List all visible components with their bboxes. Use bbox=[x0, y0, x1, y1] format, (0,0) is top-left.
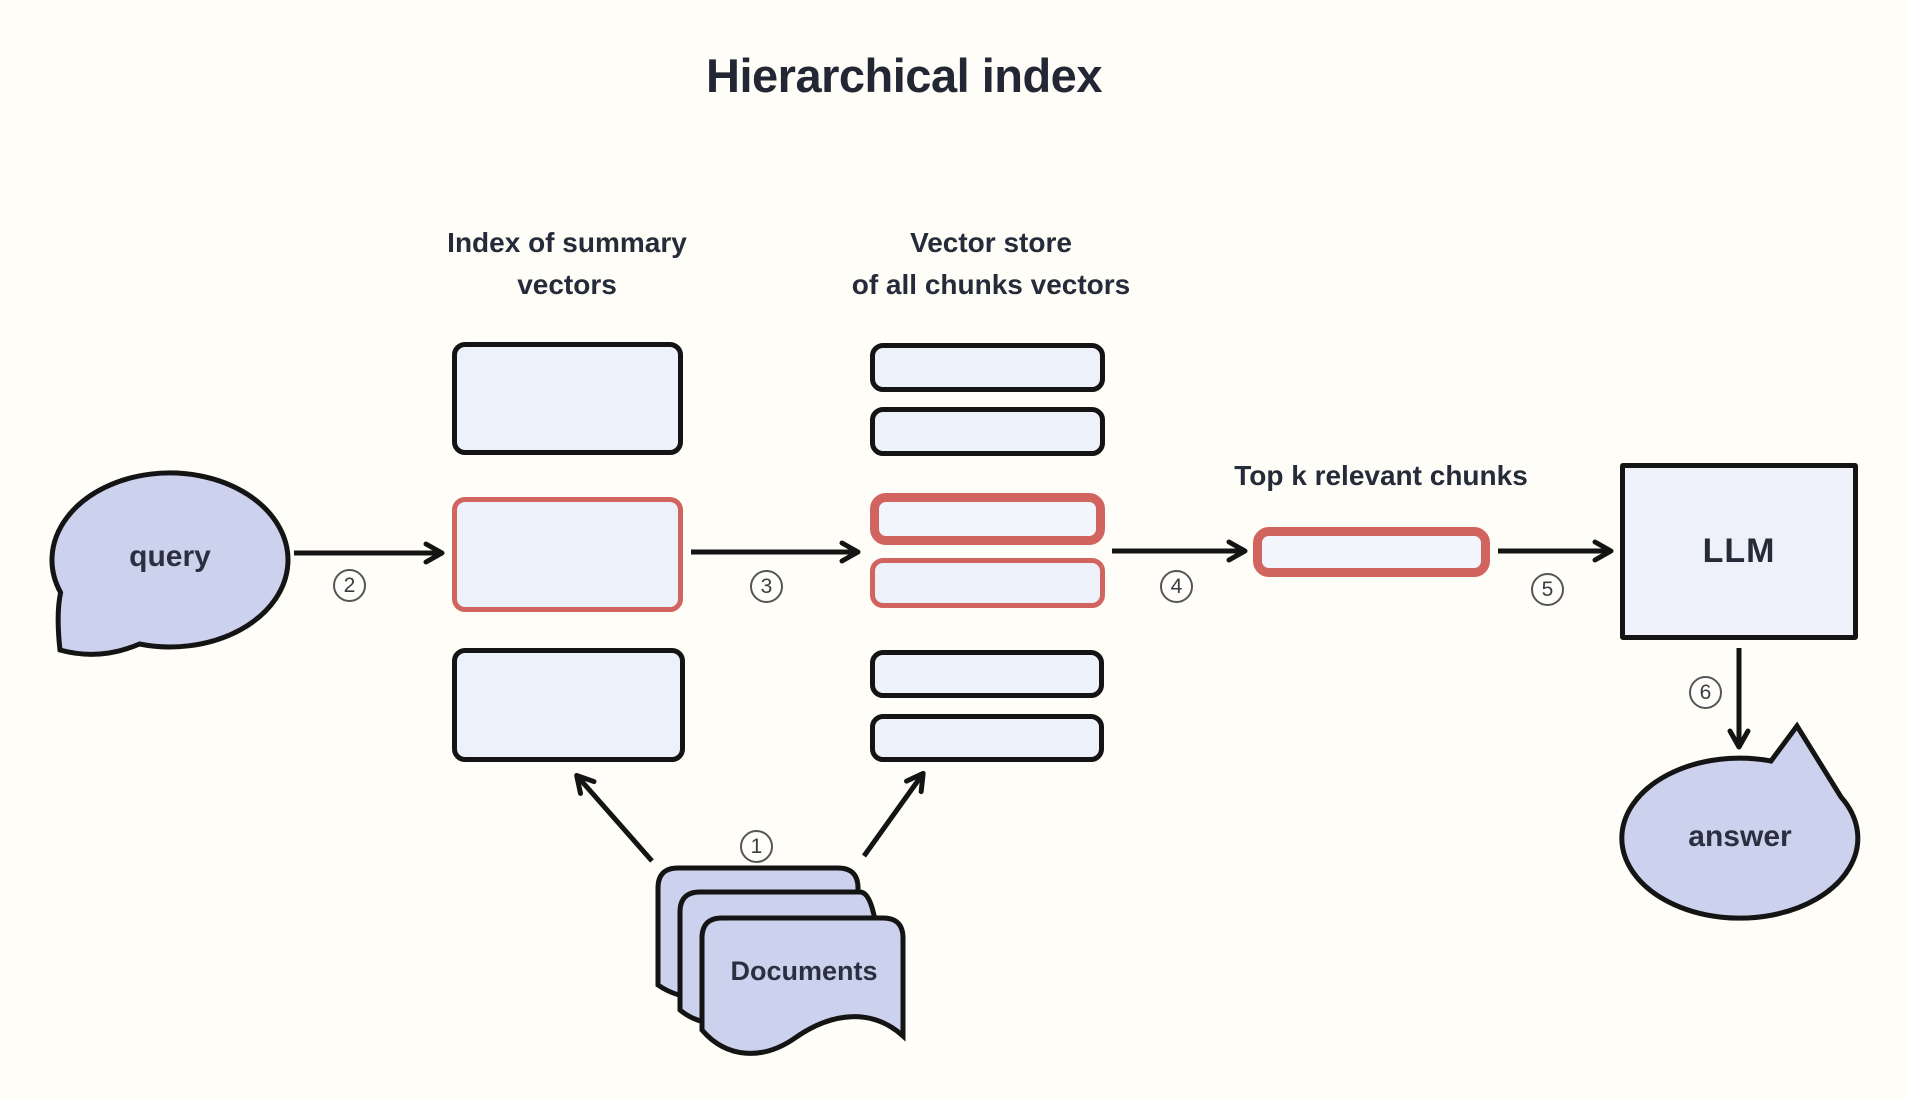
step-badge-1: 1 bbox=[740, 830, 773, 863]
chunk-box-4-highlighted bbox=[870, 558, 1105, 608]
documents-label: Documents bbox=[730, 956, 878, 986]
step-badge-4: 4 bbox=[1160, 570, 1193, 603]
summary-vector-box-3 bbox=[452, 648, 685, 762]
step-4-number: 4 bbox=[1170, 575, 1183, 598]
summary-vector-box-1 bbox=[452, 342, 683, 455]
summary-vector-box-2-highlighted bbox=[452, 497, 683, 612]
vector-store-label: Vector store of all chunks vectors bbox=[838, 222, 1144, 306]
vector-store-label-line2: of all chunks vectors bbox=[851, 269, 1131, 300]
summary-index-label-line2: vectors bbox=[517, 269, 617, 300]
summary-index-label-line1: Index of summary bbox=[447, 227, 687, 258]
step-6-number: 6 bbox=[1699, 681, 1712, 704]
chunk-box-3-highlighted bbox=[870, 493, 1105, 545]
arrow-documents-to-vector-store bbox=[861, 770, 926, 858]
chunk-box-6 bbox=[870, 714, 1104, 762]
llm-label: LLM bbox=[1702, 532, 1776, 570]
query-bubble bbox=[49, 470, 291, 657]
page-title: Hierarchical index bbox=[706, 49, 1102, 102]
chunk-box-5 bbox=[870, 650, 1104, 698]
query-label: query bbox=[129, 540, 211, 573]
step-1-number: 1 bbox=[750, 835, 763, 858]
step-badge-6: 6 bbox=[1689, 676, 1722, 709]
step-2-number: 2 bbox=[343, 574, 356, 597]
arrow-documents-to-index bbox=[574, 772, 654, 863]
chunk-box-2 bbox=[870, 407, 1105, 456]
answer-bubble bbox=[1619, 721, 1861, 921]
step-3-number: 3 bbox=[760, 575, 773, 598]
step-5-number: 5 bbox=[1541, 578, 1554, 601]
step-badge-3: 3 bbox=[750, 570, 783, 603]
step-badge-5: 5 bbox=[1531, 573, 1564, 606]
llm-box: LLM bbox=[1620, 463, 1858, 640]
topk-label: Top k relevant chunks bbox=[1234, 460, 1528, 491]
documents-stack bbox=[655, 865, 906, 1056]
step-badge-2: 2 bbox=[333, 569, 366, 602]
vector-store-label-line1: Vector store bbox=[910, 227, 1072, 258]
answer-label: answer bbox=[1688, 820, 1792, 853]
summary-index-label: Index of summary vectors bbox=[417, 222, 717, 306]
document-front bbox=[699, 915, 906, 1056]
chunk-box-1 bbox=[870, 343, 1105, 392]
topk-chunk-box bbox=[1253, 527, 1490, 577]
